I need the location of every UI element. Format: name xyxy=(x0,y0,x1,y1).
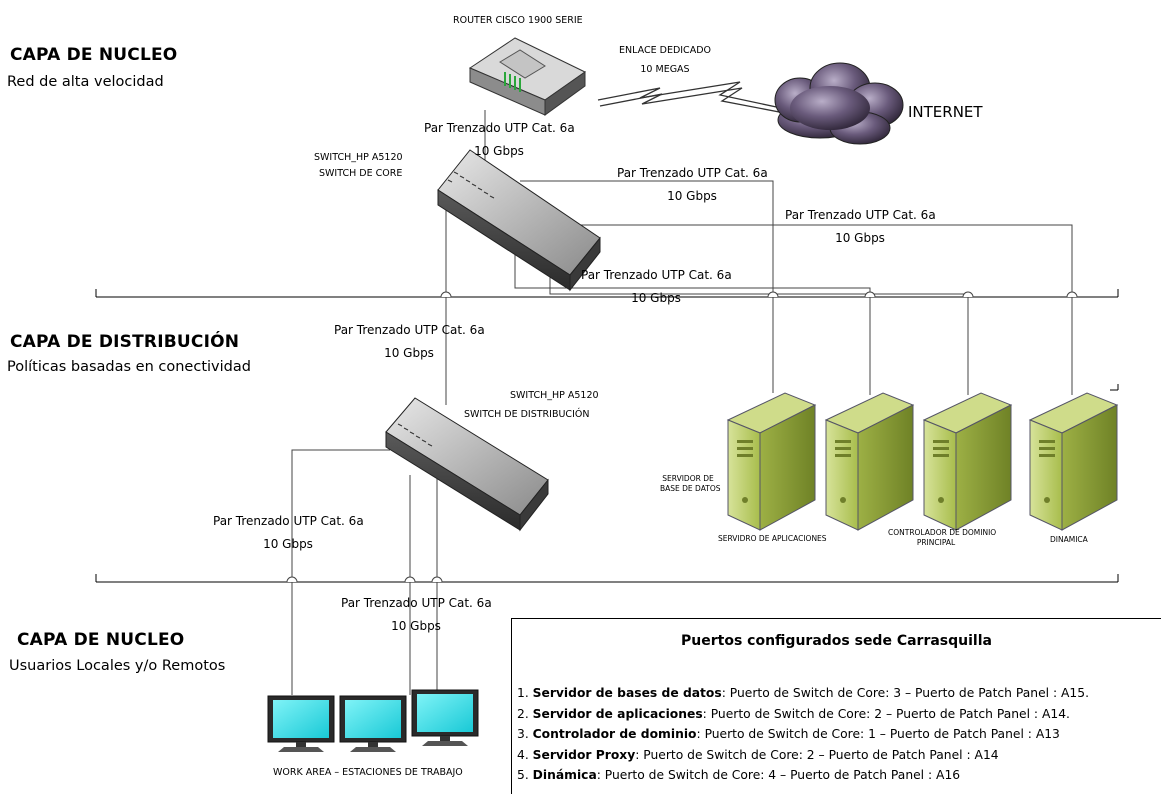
list-item: 3. Controlador de dominio: Puerto de Swi… xyxy=(517,724,1089,745)
db-server-label-line1: SERVIDOR DE xyxy=(662,474,714,483)
cable-type: Par Trenzado UTP Cat. 6a xyxy=(617,166,768,180)
item-detail: : Puerto de Switch de Core: 4 – Puerto d… xyxy=(596,768,961,782)
core-switch-label-line1: SWITCH_HP A5120 xyxy=(314,152,403,163)
cable-type: Par Trenzado UTP Cat. 6a xyxy=(785,208,936,222)
db-server-label-line2: BASE DE DATOS xyxy=(660,484,721,493)
distribution-layer-title: CAPA DE DISTRIBUCIÓN xyxy=(10,332,240,352)
core-switch-label-line2: SWITCH DE CORE xyxy=(319,168,403,179)
cable-label-router-core: Par Trenzado UTP Cat. 6a 10 Gbps xyxy=(424,117,575,163)
item-detail: : Puerto de Switch de Core: 2 – Puerto d… xyxy=(635,747,999,762)
server-icon xyxy=(726,392,817,531)
cable-label-dist-ws1: Par Trenzado UTP Cat. 6a 10 Gbps xyxy=(213,510,364,556)
layer-separator-top xyxy=(95,289,1119,298)
switch-icon xyxy=(385,397,549,532)
cable-label-core-servers: Par Trenzado UTP Cat. 6a 10 Gbps xyxy=(581,264,732,310)
item-number: 2. xyxy=(517,706,529,721)
ports-box-title: Puertos configurados sede Carrasquilla xyxy=(681,633,992,649)
cable-label-dist-ws2: Par Trenzado UTP Cat. 6a 10 Gbps xyxy=(341,592,492,638)
switch-icon xyxy=(437,149,601,292)
distribution-layer-subtitle: Políticas basadas en conectividad xyxy=(7,359,251,375)
monitor-icon xyxy=(267,695,335,752)
item-detail: : Puerto de Switch de Core: 3 – Puerto d… xyxy=(721,686,1089,700)
item-number: 1. xyxy=(517,686,529,700)
router-icon xyxy=(468,37,586,116)
ports-list: 1. Servidor de bases de datos: Puerto de… xyxy=(517,683,1089,786)
cables xyxy=(291,110,1073,695)
item-name: Servidor Proxy xyxy=(532,747,636,762)
cable-label-core-db: Par Trenzado UTP Cat. 6a 10 Gbps xyxy=(617,162,768,208)
item-detail: : Puerto de Switch de Core: 2 – Puerto d… xyxy=(702,706,1070,721)
cable-speed: 10 Gbps xyxy=(384,346,434,360)
server-icon xyxy=(1028,392,1119,531)
monitor-icon xyxy=(339,695,407,752)
list-item: 2. Servidor de aplicaciones: Puerto de S… xyxy=(517,704,1089,725)
item-name: Servidor de bases de datos xyxy=(532,686,722,700)
work-area-label: WORK AREA – ESTACIONES DE TRABAJO xyxy=(273,767,463,778)
core-layer-subtitle: Red de alta velocidad xyxy=(7,74,164,90)
dist-switch-label-line2: SWITCH DE DISTRIBUCIÓN xyxy=(464,409,590,420)
item-name: Dinámica xyxy=(532,768,597,782)
corner-mark xyxy=(1110,384,1119,391)
access-layer-subtitle: Usuarios Locales y/o Remotos xyxy=(9,658,226,674)
cable-speed: 10 Gbps xyxy=(631,291,681,305)
item-number: 5. xyxy=(517,768,529,782)
dynamic-server-label: DINAMICA xyxy=(1050,535,1088,544)
cable-type: Par Trenzado UTP Cat. 6a xyxy=(424,121,575,135)
link-label-line2: 10 MEGAS xyxy=(640,64,690,75)
item-number: 3. xyxy=(517,727,529,741)
line-hops xyxy=(286,291,1078,583)
core-layer-title: CAPA DE NUCLEO xyxy=(10,45,178,65)
layer-separator-bottom xyxy=(95,574,1119,583)
ports-config-box: Puertos configurados sede Carrasquilla 1… xyxy=(511,618,1161,794)
internet-label: INTERNET xyxy=(908,103,983,121)
domain-controller-label-line1: CONTROLADOR DE DOMINIO xyxy=(888,528,997,537)
router-label: ROUTER CISCO 1900 SERIE xyxy=(453,15,583,26)
cable-label-core-distribution: Par Trenzado UTP Cat. 6a 10 Gbps xyxy=(334,319,485,365)
link-label-line1: ENLACE DEDICADO xyxy=(619,45,711,56)
cable-label-core-dynamic: Par Trenzado UTP Cat. 6a 10 Gbps xyxy=(785,204,936,250)
cloud-icon xyxy=(774,62,904,145)
access-layer-title: CAPA DE NUCLEO xyxy=(17,630,185,650)
cable-type: Par Trenzado UTP Cat. 6a xyxy=(213,514,364,528)
cable-speed: 10 Gbps xyxy=(263,537,313,551)
monitor-icon xyxy=(411,689,479,746)
item-name: Servidor de aplicaciones xyxy=(532,706,703,721)
list-item: 5. Dinámica: Puerto de Switch de Core: 4… xyxy=(517,765,1089,786)
cable-speed: 10 Gbps xyxy=(474,144,524,158)
dist-switch-label-line1: SWITCH_HP A5120 xyxy=(510,390,599,401)
item-detail: : Puerto de Switch de Core: 1 – Puerto d… xyxy=(696,727,1060,741)
server-icon xyxy=(922,392,1013,531)
cable-type: Par Trenzado UTP Cat. 6a xyxy=(334,323,485,337)
cable-type: Par Trenzado UTP Cat. 6a xyxy=(341,596,492,610)
list-item: 1. Servidor de bases de datos: Puerto de… xyxy=(517,683,1089,704)
cable-type: Par Trenzado UTP Cat. 6a xyxy=(581,268,732,282)
domain-controller-label-line2: PRINCIPAL xyxy=(916,538,956,547)
cable-speed: 10 Gbps xyxy=(667,189,717,203)
lightning-link-icon xyxy=(597,81,801,117)
cable-speed: 10 Gbps xyxy=(835,231,885,245)
cable-speed: 10 Gbps xyxy=(391,619,441,633)
server-icon xyxy=(824,392,915,531)
list-item: 4. Servidor Proxy: Puerto de Switch de C… xyxy=(517,745,1089,766)
app-server-label: SERVIDRO DE APLICACIONES xyxy=(718,534,827,543)
item-number: 4. xyxy=(517,747,529,762)
item-name: Controlador de dominio xyxy=(532,727,697,741)
